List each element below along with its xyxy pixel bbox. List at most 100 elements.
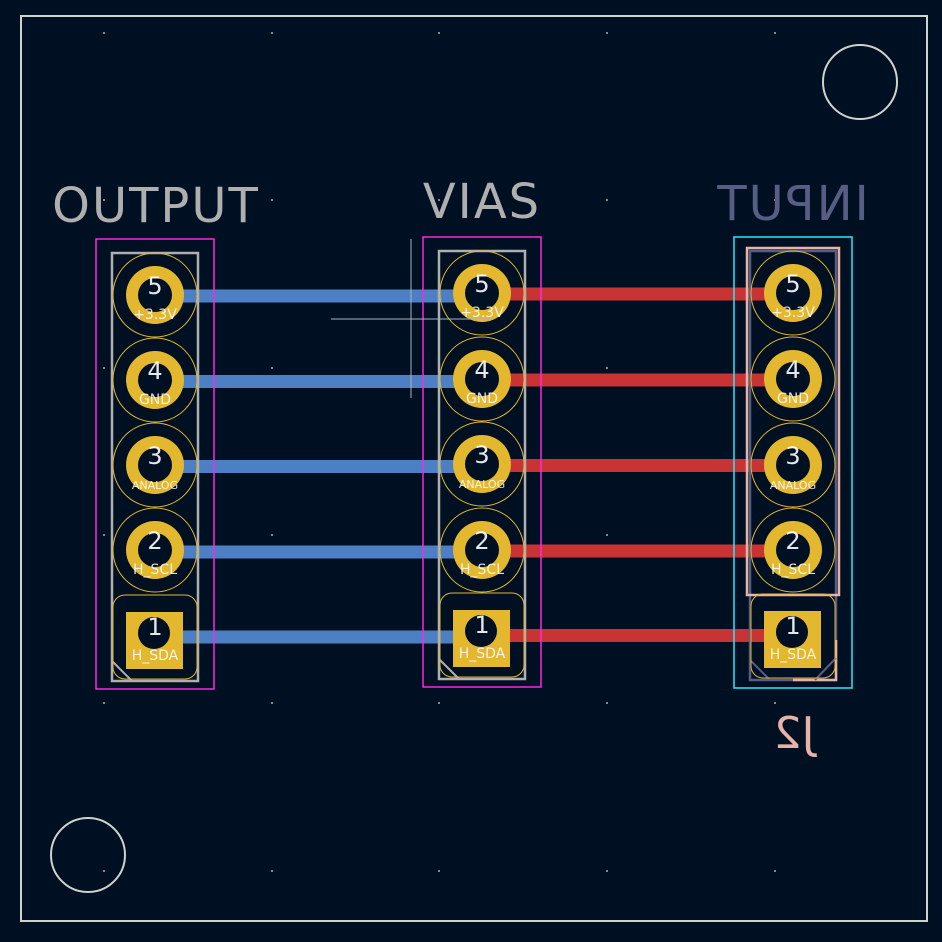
pad-drill-hole: [465, 362, 499, 396]
pad-drill-hole: [138, 533, 172, 567]
grid-dot: [271, 32, 273, 34]
grid-dot: [103, 367, 105, 369]
pad-drill-hole: [138, 363, 172, 397]
pad-clearance: [750, 250, 836, 336]
pad-1[interactable]: 1H_SDA: [750, 593, 836, 679]
pad-drill-hole: [465, 276, 499, 310]
grid-dot: [606, 702, 608, 704]
fab-pin1-chamfer: [111, 660, 133, 682]
pad-number: 2: [147, 527, 162, 555]
grid-dot: [606, 534, 608, 536]
pad-number: 1: [785, 612, 800, 640]
pad-5[interactable]: 5+3.3V: [112, 252, 198, 338]
pad-clearance: [439, 507, 525, 593]
pad-1[interactable]: 1H_SDA: [112, 594, 198, 680]
pad-clearance: [750, 593, 836, 679]
pad-drill-hole: [138, 278, 172, 312]
mounting-hole-bottom-left[interactable]: [50, 817, 126, 893]
mounting-hole-top-right[interactable]: [822, 44, 898, 120]
courtyard-outline: [733, 236, 853, 689]
pad-number: 4: [147, 357, 162, 385]
pad-clearance: [750, 336, 836, 422]
pad-drill-hole: [776, 448, 810, 482]
pad-drill-hole: [776, 276, 810, 310]
tracks-layer: [155, 287, 793, 644]
courtyard-outline: [422, 236, 542, 688]
pad-net-label: H_SCL: [771, 562, 815, 578]
pad-net-label: +3.3V: [771, 305, 815, 321]
pad-net-label: GND: [139, 392, 171, 408]
pad-drill-hole: [465, 533, 499, 567]
pad-clearance: [112, 594, 198, 680]
pad-net-label: +3.3V: [460, 305, 504, 321]
pad-clearance: [112, 337, 198, 423]
pad-net-label: H_SDA: [459, 646, 506, 662]
grid-dot: [438, 199, 440, 201]
pad-net-label: ANALOG: [132, 479, 178, 492]
grid-dot: [103, 870, 105, 872]
grid-dot: [103, 702, 105, 704]
fab-pin1-chamfer: [749, 659, 771, 681]
grid-dot: [438, 32, 440, 34]
pad-net-label: H_SCL: [460, 562, 504, 578]
grid-dot: [606, 367, 608, 369]
grid-dot: [606, 870, 608, 872]
pad-number: 1: [474, 611, 489, 639]
grid-dot: [271, 534, 273, 536]
pad-clearance: [439, 421, 525, 507]
grid-dot: [774, 32, 776, 34]
pad-number: 5: [474, 270, 489, 298]
pad-drill-hole: [776, 616, 808, 648]
pad-number: 1: [147, 613, 162, 641]
pad-drill-hole: [465, 447, 499, 481]
pad-clearance: [112, 422, 198, 508]
grid-dot: [774, 702, 776, 704]
pad-clearance: [750, 422, 836, 508]
pad-number: 4: [474, 356, 489, 384]
pad-2[interactable]: 2H_SCL: [750, 507, 836, 593]
pad-drill-hole: [465, 615, 497, 647]
pad-net-label: ANALOG: [459, 478, 505, 491]
pad-1[interactable]: 1H_SDA: [439, 592, 525, 678]
pad-drill-hole: [776, 362, 810, 396]
silkscreen-pin1-marker: [793, 640, 838, 682]
footprint-title-input: INPUT: [715, 176, 868, 232]
pad-clearance: [112, 252, 198, 338]
courtyard-outline: [95, 238, 215, 690]
pad-2[interactable]: 2H_SCL: [112, 507, 198, 593]
pad-clearance: [439, 592, 525, 678]
pad-net-label: H_SDA: [132, 648, 179, 664]
grid-dot: [103, 534, 105, 536]
grid-dot: [271, 199, 273, 201]
footprints-layer: 5+3.3V4GND3ANALOG2H_SCL1H_SDA5+3.3V4GND3…: [95, 236, 853, 690]
pad-number: 4: [785, 356, 800, 384]
pad-5[interactable]: 5 +3.3V: [439, 250, 525, 336]
pad-number: 3: [785, 442, 800, 470]
pad-5[interactable]: 5+3.3V: [750, 250, 836, 336]
pad-net-label: GND: [466, 391, 498, 407]
pad-drill-hole: [776, 533, 810, 567]
pad-net-label: H_SCL: [133, 562, 177, 578]
pad-clearance: [439, 250, 525, 336]
pad-number: 2: [474, 527, 489, 555]
fab-pin1-chamfer: [438, 658, 460, 680]
pad-2[interactable]: 2H_SCL: [439, 507, 525, 593]
pad-number: 3: [474, 441, 489, 469]
grid-dot: [774, 870, 776, 872]
grid-dots: [103, 32, 776, 872]
grid-dot: [271, 702, 273, 704]
pad-clearance: [750, 507, 836, 593]
pad-net-label: ANALOG: [770, 479, 816, 492]
reference-designator-j2: J2: [774, 708, 818, 759]
pad-net-label: H_SDA: [770, 647, 817, 663]
